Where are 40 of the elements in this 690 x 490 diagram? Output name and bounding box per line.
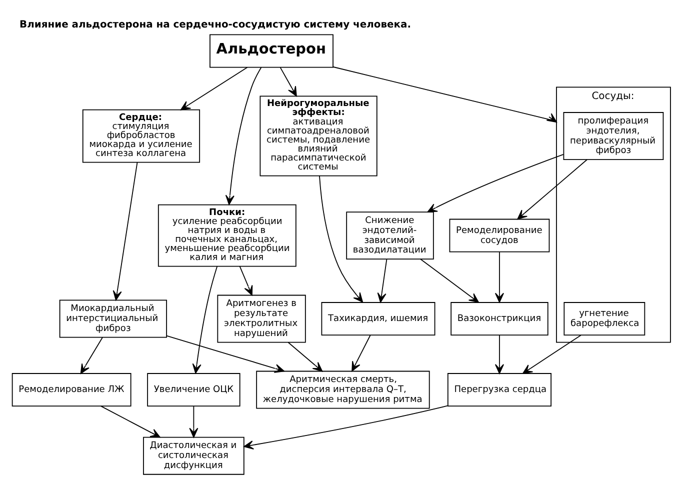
arrow	[288, 341, 323, 372]
node-box: Альдостерон	[210, 34, 334, 68]
arrow	[427, 154, 564, 212]
arrow	[332, 66, 557, 122]
node-box: Тахикардия, ишемия	[321, 302, 436, 336]
arrow	[192, 266, 218, 374]
arrow	[352, 334, 371, 371]
arrow	[166, 334, 284, 372]
arrow	[239, 265, 253, 296]
arrow	[377, 258, 388, 302]
arrow	[420, 258, 479, 302]
node-box: Снижение эндотелий-зависимой вазодилатации	[346, 211, 434, 260]
arrow	[112, 162, 138, 300]
node-box: Аритмическая смерть, дисперсия интервала Q–T, желудочковые нарушения ритма	[256, 370, 430, 408]
node-box: Диастолическая и систолическая дисфункция	[143, 436, 244, 474]
arrow	[280, 66, 297, 96]
node-box: пролиферация эндотелия, периваскулярный фиброз	[563, 112, 664, 160]
node-box: Ремоделирование ЛЖ	[12, 372, 132, 406]
arrow	[319, 175, 364, 302]
node-box: Аритмогенез в результате электролитных нарушений	[217, 294, 306, 342]
node-box: угнетение барорефлекса	[564, 302, 646, 336]
arrow	[180, 66, 248, 110]
node-box: Увеличение ОЦК	[147, 372, 240, 406]
node-box: Вазоконстрикция	[450, 302, 548, 336]
node-box: Перегрузка сердца	[447, 372, 552, 406]
node-box: Почки: усиление реабсорбции натрия и воды в почечных канальцах, уменьшение реабсорбции калия и магния	[158, 204, 296, 266]
node-box: Миокардиальный интерстициальный фиброз	[59, 299, 167, 338]
node-box: Ремоделирование сосудов	[449, 218, 550, 252]
arrow	[100, 405, 160, 438]
arrow	[189, 405, 198, 438]
diagram-title: Влияние альдостерона на сердечно-сосудистую систему человека.	[20, 18, 411, 30]
arrow	[225, 66, 262, 204]
arrow	[517, 158, 588, 220]
node-box: Сердце: стимуляция фибробластов миокарда и усиление синтеза коллагена	[82, 108, 200, 162]
arrow	[244, 404, 448, 450]
arrow	[522, 334, 582, 374]
arrow	[494, 251, 504, 302]
node-box: Нейрогуморальные эффекты: активация симпатоадреналовой системы, подавление влияний парасимпатической системы	[260, 95, 378, 176]
arrow	[80, 336, 103, 374]
arrow	[494, 334, 504, 374]
